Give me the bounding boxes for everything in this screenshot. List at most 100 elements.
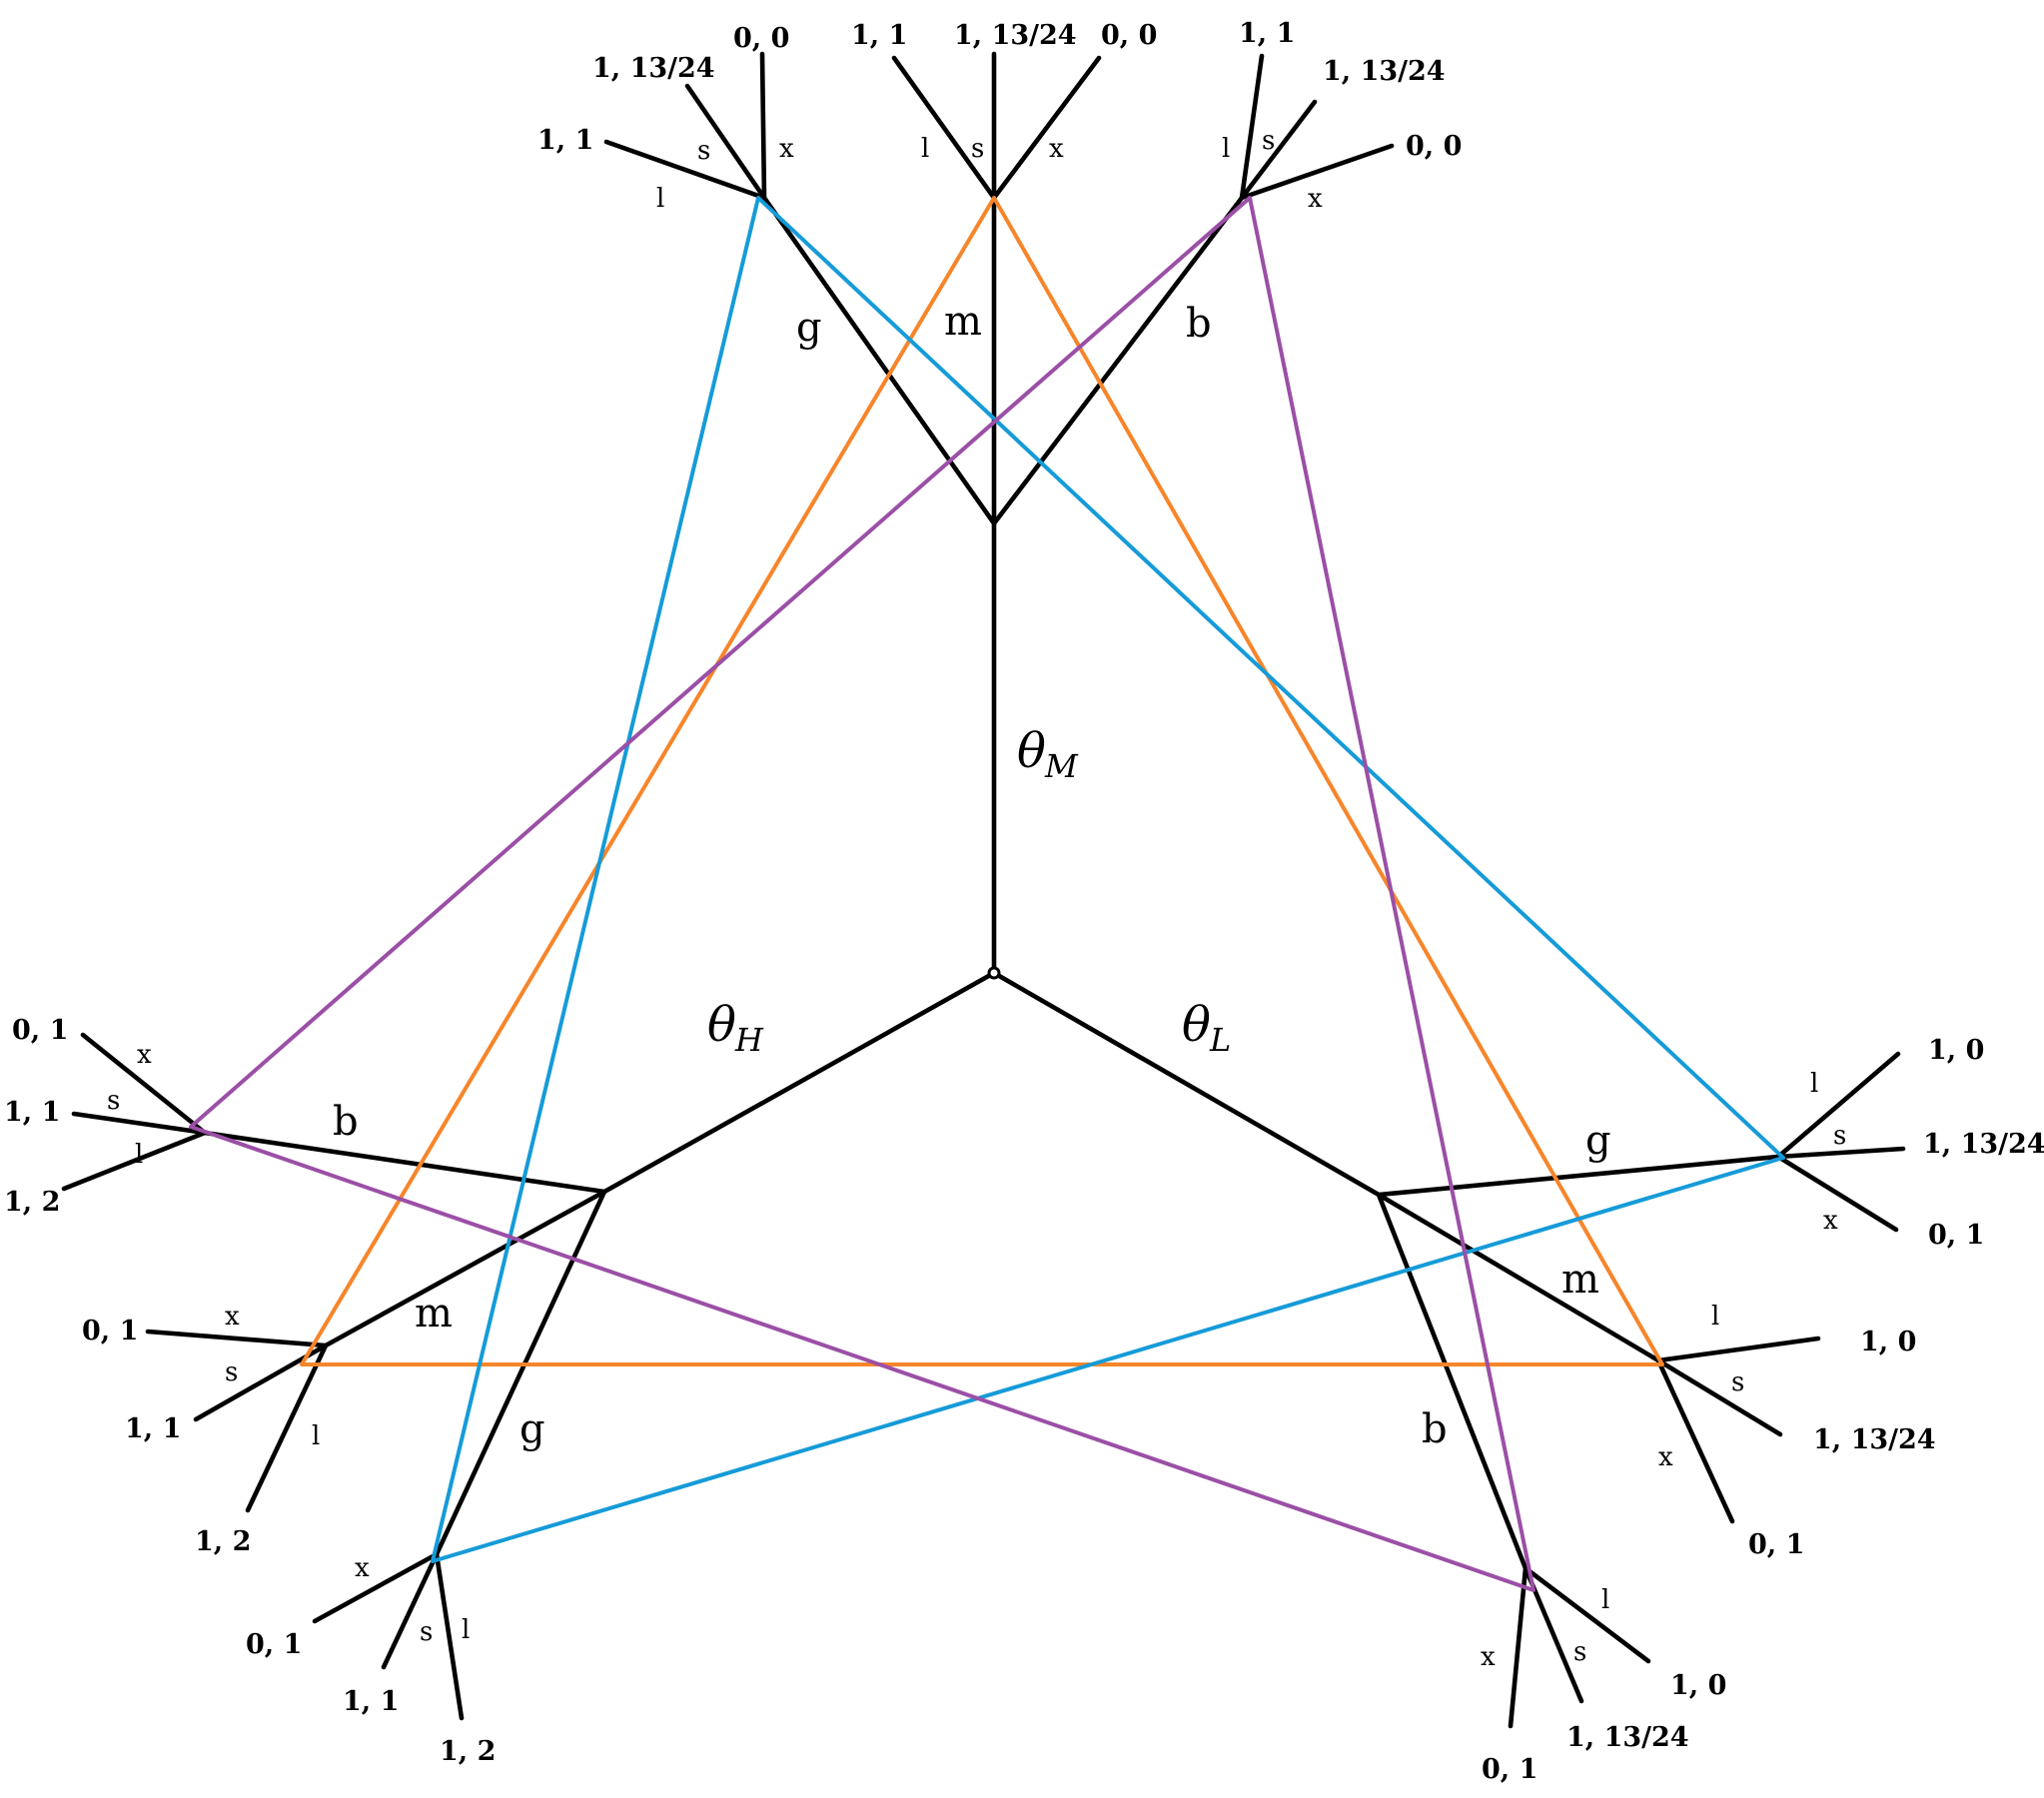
edge-action-x — [312, 1551, 440, 1624]
action-label-x: x — [1481, 1642, 1496, 1672]
edge-action-s — [1239, 99, 1318, 201]
message-label-m: m — [1561, 1257, 1599, 1303]
payoff-label: 1, 13/24 — [1813, 1424, 1936, 1455]
edge-action-s — [1775, 1146, 1906, 1160]
payoff-label: 0, 1 — [82, 1316, 138, 1347]
action-label-l: l — [656, 184, 664, 214]
svg-text:L: L — [1209, 1021, 1231, 1059]
action-label-s: s — [971, 134, 984, 164]
payoff-label: 0, 0 — [1101, 20, 1157, 51]
edge-action-s — [684, 83, 767, 201]
message-label-m: m — [944, 299, 982, 345]
action-label-x: x — [355, 1553, 370, 1583]
type-label-theta-l: θ L — [1182, 997, 1231, 1059]
payoff-label: 1, 2 — [4, 1187, 60, 1218]
information-set-b — [189, 196, 1535, 1592]
action-label-s: s — [1262, 126, 1275, 156]
action-label-x: x — [1823, 1206, 1838, 1236]
payoff-label: 1, 13/24 — [1323, 56, 1446, 87]
edge-action-l — [434, 1551, 465, 1721]
payoff-label: 0, 1 — [1748, 1529, 1804, 1560]
action-label-s: s — [1573, 1637, 1586, 1667]
edge-action-l — [1655, 1336, 1821, 1363]
action-label-l: l — [312, 1421, 320, 1451]
type-label-theta-h: θ H — [707, 997, 764, 1059]
nature-node — [987, 966, 1001, 980]
edge-action-x — [991, 55, 1102, 201]
payoff-label: 0, 1 — [246, 1629, 302, 1660]
action-label-l: l — [462, 1615, 470, 1645]
edge-action-s — [71, 1111, 208, 1136]
payoff-label: 1, 1 — [1239, 18, 1295, 49]
message-label-g: g — [519, 1406, 545, 1452]
message-label-m: m — [415, 1291, 453, 1337]
payoff-label: 0, 1 — [12, 1015, 68, 1046]
edge-theta-h-m — [323, 1189, 607, 1348]
message-label-b: b — [333, 1099, 359, 1145]
action-label-x: x — [1049, 134, 1064, 164]
message-label-g: g — [1585, 1118, 1611, 1164]
action-label-x: x — [225, 1302, 240, 1332]
message-label-g: g — [796, 305, 822, 351]
payoff-label: 1, 1 — [125, 1413, 181, 1444]
action-label-s: s — [225, 1357, 238, 1387]
edge-theta-h-g — [434, 1189, 607, 1557]
payoff-label: 1, 13/24 — [954, 20, 1077, 51]
action-label-s: s — [1731, 1367, 1744, 1397]
edge-action-x — [1655, 1357, 1735, 1524]
edge-action-s — [381, 1551, 440, 1670]
edge-action-s — [1655, 1357, 1783, 1437]
payoff-label: 1, 13/24 — [1923, 1129, 2044, 1160]
information-set-m — [300, 196, 1664, 1366]
action-label-l: l — [1810, 1069, 1818, 1099]
action-label-l: l — [921, 134, 929, 164]
edge-action-x — [1239, 143, 1395, 201]
edge-action-l — [891, 55, 997, 201]
edge-action-x — [759, 51, 767, 201]
edge-action-l — [61, 1130, 208, 1192]
edge-action-x — [80, 1032, 208, 1136]
edge-theta-h-b — [202, 1130, 607, 1195]
action-label-s: s — [420, 1617, 433, 1647]
edge-action-l — [1239, 53, 1265, 201]
edge-action-l — [1523, 1565, 1651, 1664]
payoff-label: 1, 0 — [1670, 1670, 1726, 1701]
svg-text:M: M — [1044, 747, 1079, 785]
svg-text:θ: θ — [1182, 997, 1211, 1053]
edge-action-l — [1775, 1051, 1901, 1160]
message-label-b: b — [1186, 301, 1212, 347]
edge-action-x — [145, 1329, 329, 1348]
payoff-label: 0, 0 — [733, 23, 789, 54]
action-label-x: x — [137, 1040, 152, 1070]
information-set-g — [431, 196, 1785, 1563]
edge-action-l — [603, 139, 767, 201]
payoff-label: 1, 1 — [851, 20, 907, 51]
payoff-label: 1, 13/24 — [592, 53, 715, 84]
svg-text:θ: θ — [1017, 723, 1046, 779]
edge-theta-m-b — [991, 195, 1245, 526]
message-label-b: b — [1422, 1406, 1448, 1452]
edge-theta-l-g — [1376, 1154, 1781, 1198]
action-label-l: l — [1711, 1302, 1719, 1332]
svg-text:θ: θ — [707, 997, 736, 1053]
payoff-label: 1, 0 — [1928, 1035, 1984, 1066]
action-label-s: s — [107, 1086, 120, 1116]
action-label-x: x — [1658, 1442, 1673, 1472]
action-label-l: l — [1222, 134, 1230, 164]
payoff-label: 1, 2 — [195, 1526, 251, 1557]
action-label-x: x — [1308, 184, 1323, 214]
payoff-label: 0, 1 — [1482, 1754, 1537, 1785]
type-label-theta-m: θ M — [1017, 723, 1079, 785]
edge-nature-to-theta-h — [601, 970, 997, 1195]
edge-theta-l-m — [1376, 1192, 1661, 1363]
payoff-label: 1, 1 — [537, 125, 593, 156]
payoff-label: 1, 1 — [4, 1097, 60, 1128]
payoff-label: 0, 1 — [1928, 1220, 1984, 1251]
action-label-x: x — [779, 134, 794, 164]
payoff-label: 0, 0 — [1406, 131, 1462, 162]
payoff-label: 1, 13/24 — [1566, 1722, 1689, 1753]
edge-theta-l-b — [1376, 1192, 1529, 1571]
action-label-l: l — [135, 1140, 143, 1170]
